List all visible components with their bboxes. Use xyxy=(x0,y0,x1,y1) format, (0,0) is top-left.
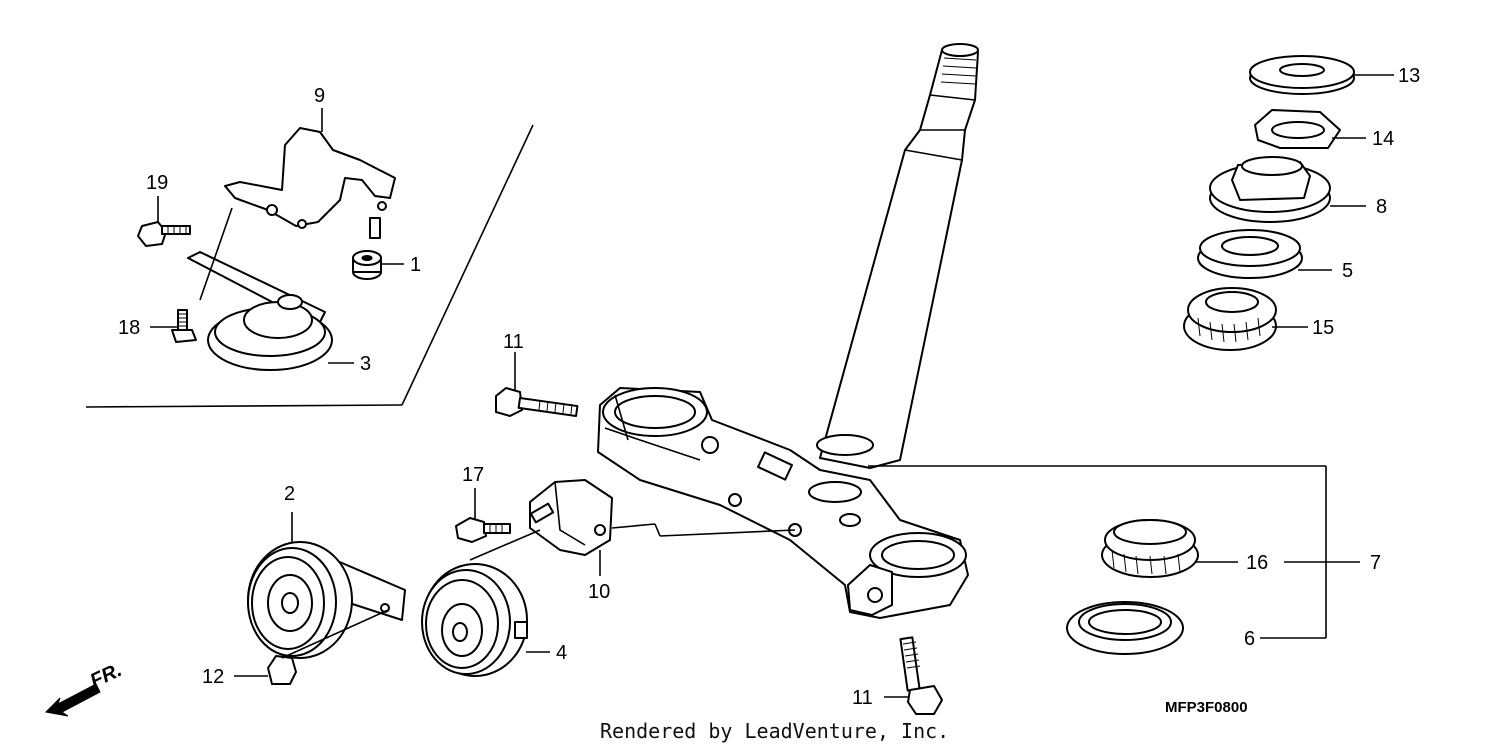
steering-stem xyxy=(816,43,979,469)
callout-10: 10 xyxy=(588,581,610,603)
bolt-19 xyxy=(137,221,191,247)
lower-race-6 xyxy=(1066,601,1184,655)
callout-bracket-7 xyxy=(868,465,1360,639)
callout-8: 8 xyxy=(1376,196,1387,218)
bolt-11-upper xyxy=(495,387,579,417)
callout-labels: 1 2 3 4 5 6 7 8 9 10 11 11 12 13 14 15 1… xyxy=(118,65,1420,709)
steering-bottom-bridge xyxy=(597,387,969,619)
callout-17: 17 xyxy=(462,464,484,486)
callout-9: 9 xyxy=(314,85,325,107)
callout-6: 6 xyxy=(1244,628,1255,650)
nut-12 xyxy=(267,609,389,685)
adjusting-nut-8 xyxy=(1209,156,1331,223)
render-credit: Rendered by LeadVenture, Inc. xyxy=(600,719,949,743)
callout-16: 16 xyxy=(1246,552,1268,574)
lower-bearing-16 xyxy=(1101,519,1199,578)
callout-13: 13 xyxy=(1398,65,1420,87)
callout-18: 18 xyxy=(118,317,140,339)
horn-2 xyxy=(247,541,406,659)
lock-washer-14 xyxy=(1254,109,1341,149)
collar xyxy=(352,250,382,280)
bolt-17 xyxy=(455,517,511,543)
front-arrow-icon xyxy=(44,683,101,717)
callout-leaders xyxy=(150,74,1394,698)
horn-stay-bracket xyxy=(224,127,396,239)
callout-4: 4 xyxy=(556,642,567,664)
inset-border xyxy=(85,124,534,408)
bolt-18 xyxy=(171,309,197,343)
callout-15: 15 xyxy=(1312,317,1334,339)
upper-bearing-15 xyxy=(1183,287,1277,351)
drawing-code: MFP3F0800 xyxy=(1165,699,1248,716)
callout-14: 14 xyxy=(1372,128,1394,150)
upper-race-5 xyxy=(1197,229,1303,279)
callout-7: 7 xyxy=(1370,552,1381,574)
callout-1: 1 xyxy=(410,254,421,276)
callout-11-lower: 11 xyxy=(852,687,873,709)
front-direction-indicator: FR. xyxy=(44,659,125,717)
bolt-11-lower xyxy=(899,636,943,715)
callout-5: 5 xyxy=(1342,260,1353,282)
horn-3 xyxy=(187,207,333,371)
lock-nut-13 xyxy=(1249,55,1355,95)
callout-3: 3 xyxy=(360,353,371,375)
leader-lines xyxy=(611,523,796,537)
horn-bracket-10 xyxy=(469,479,613,561)
callout-2: 2 xyxy=(284,483,295,505)
horn-4 xyxy=(421,563,528,677)
callout-19: 19 xyxy=(146,172,168,194)
callout-12: 12 xyxy=(202,666,224,688)
callout-11-upper: 11 xyxy=(503,331,524,353)
